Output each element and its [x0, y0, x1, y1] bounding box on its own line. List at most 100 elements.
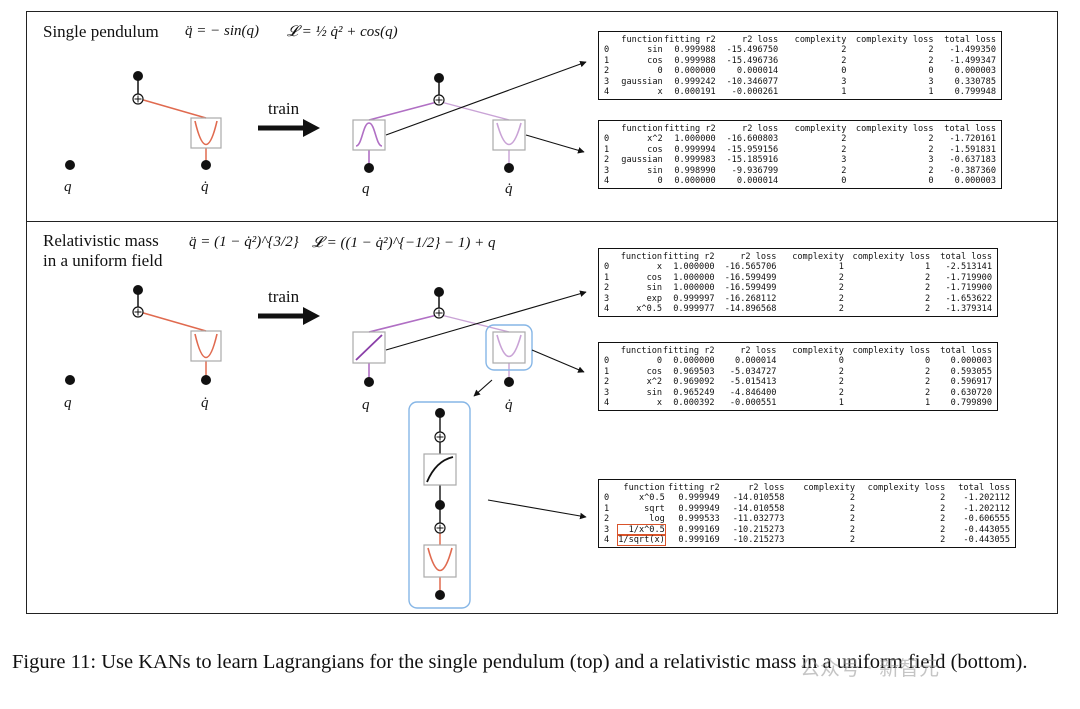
function-name-cell: cos [647, 55, 663, 66]
table-cell: -14.010558 [732, 493, 785, 504]
table-cell: 0.000003 [954, 66, 997, 77]
table-cell: 0.596917 [950, 377, 993, 388]
table-cell: 0 [604, 356, 610, 367]
table-cell: 0 [604, 262, 610, 273]
table-cell: 0.999988 [674, 45, 716, 56]
table-cell: complexity loss [867, 483, 946, 493]
table-cell: 2 [924, 387, 931, 398]
table-cell: 0 [604, 134, 610, 145]
table-cell: 2 [940, 503, 946, 514]
table-cell: -15.496750 [726, 45, 779, 56]
top-output-node [133, 71, 143, 81]
table-cell: r2 loss [748, 483, 785, 493]
table-cell: 1 [928, 87, 934, 98]
top-trained-q-label: q [362, 181, 370, 197]
table-cell: 1.000000 [673, 262, 715, 273]
table-cell: 4 [604, 535, 610, 546]
table-cell: -0.443055 [963, 535, 1010, 546]
table-cell: -1.202112 [963, 503, 1010, 514]
bottom-trained-kan [352, 287, 533, 387]
function-name-cell: exp [646, 293, 663, 304]
function-name-cell: x^2 [647, 134, 663, 145]
function-name-cell: 0 [656, 356, 663, 367]
table-cell: 0.965249 [673, 387, 715, 398]
table-cell: fitting r2 [663, 124, 716, 134]
table-cell: -10.346077 [726, 76, 779, 87]
table-cell [604, 35, 617, 45]
table-cell: -15.496736 [726, 55, 779, 66]
table-cell: 1 [924, 262, 931, 273]
table-cell: -16.600803 [726, 134, 779, 145]
table-cell: 0.999169 [678, 524, 720, 535]
table-cell: 2 [924, 366, 931, 377]
function-name-cell: sin [647, 45, 663, 56]
table-cell: complexity loss [852, 252, 931, 262]
top-input-qdot-node [201, 160, 211, 170]
table-cell: 0.999533 [678, 514, 720, 525]
watermark: 公众号 · 新智元 [800, 656, 940, 680]
table-cell: complexity loss [855, 35, 934, 45]
table-cell: 0.000191 [674, 87, 716, 98]
function-name-cell: log [649, 514, 665, 525]
table-cell: 0 [841, 176, 847, 187]
table-cell: total loss [944, 35, 997, 45]
table-cell: 0.999983 [674, 155, 716, 166]
figure-frame [26, 11, 1058, 614]
table-cell: total loss [944, 124, 997, 134]
table-cell: 0.999997 [673, 293, 715, 304]
table-cell: -1.719900 [945, 283, 993, 294]
table-cell: total loss [958, 483, 1010, 493]
table-cell: 1 [604, 55, 610, 66]
table-cell: r2 loss [742, 124, 779, 134]
panel-divider [26, 221, 1058, 222]
function-name-cell: 0 [657, 176, 663, 187]
table-cell: -16.599499 [724, 283, 777, 294]
function-name-cell: function [621, 124, 663, 134]
table-cell: complexity loss [852, 346, 931, 356]
table-cell: 4 [604, 304, 610, 315]
table-cell: 0.969092 [673, 377, 715, 388]
table-cell: complexity [803, 483, 856, 493]
table-cell: 0 [604, 45, 610, 56]
table-cell: -1.379314 [945, 304, 993, 315]
function-name-cell: x^0.5 [638, 493, 665, 504]
function-name-cell: 1/sqrt(x) [616, 533, 666, 547]
top-input-q-label: q [64, 179, 72, 195]
table-cell: -15.185916 [726, 155, 779, 166]
table-cell: 0.799890 [950, 398, 993, 409]
figure-caption: Figure 11: Use KANs to learn Lagrangians… [12, 651, 1028, 673]
function-name-cell: x [656, 262, 663, 273]
table-cell: 4 [604, 176, 610, 187]
table-cell: r2 loss [740, 346, 777, 356]
table-cell: fitting r2 [662, 252, 715, 262]
table-cell: 0.799948 [954, 87, 997, 98]
table-cell: 3 [841, 76, 847, 87]
table-cell: 3 [928, 155, 934, 166]
table-cell: 2 [928, 45, 934, 56]
function-name-cell: sin [646, 387, 663, 398]
table-cell: -1.591831 [949, 144, 997, 155]
table-cell: 0.000000 [673, 356, 715, 367]
bottom-equation-motion: q̈ = (1 − q̇²)^{3/2} [189, 234, 299, 250]
function-name-cell: function [621, 35, 663, 45]
top-equation-lagrangian: 𝓛 = ½ q̇² + cos(q) [287, 24, 398, 40]
table-cell: 2 [838, 272, 844, 283]
function-name-cell: gaussian [621, 155, 663, 166]
function-name-cell: x [656, 398, 663, 409]
bottom-input-qdot-label: q̇ [201, 395, 209, 411]
